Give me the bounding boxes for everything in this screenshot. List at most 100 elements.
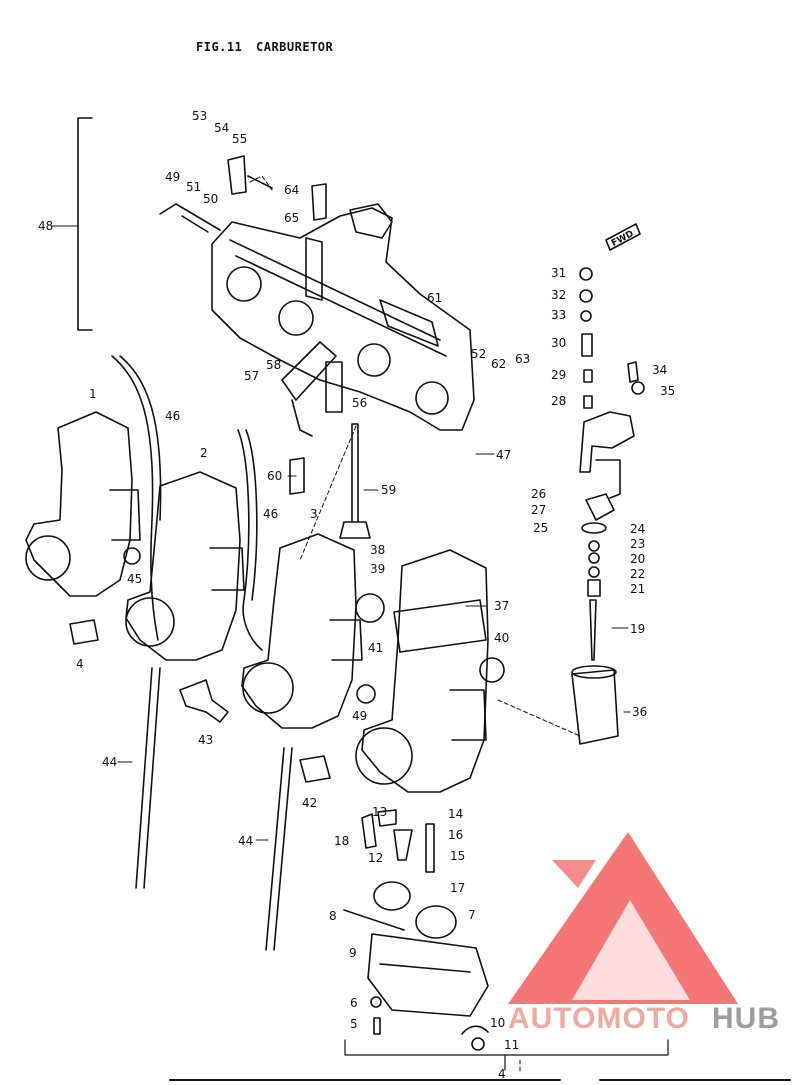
part-label-13: 13 [372, 805, 388, 819]
part-label-11: 11 [504, 1038, 520, 1052]
part-label-7: 7 [468, 908, 476, 922]
part-43-tee [179, 679, 229, 723]
drain-tube-44b [265, 747, 293, 951]
part-label-58: 58 [266, 358, 282, 372]
figure-number: FIG.11 [196, 40, 243, 54]
part-label-30: 30 [551, 336, 567, 350]
part-label-63: 63 [515, 352, 531, 366]
part-label-29: 29 [551, 368, 567, 382]
part-label-54: 54 [214, 121, 230, 135]
carb-body-3 [241, 533, 357, 729]
part-label-5: 5 [350, 1017, 358, 1031]
part-label-52: 52 [471, 347, 487, 361]
part-label-4a: 4 [76, 657, 84, 671]
part-label-59: 59 [381, 483, 397, 497]
fwd-arrow-shape [605, 223, 641, 251]
part-24 [581, 522, 607, 534]
spring-60 [289, 457, 305, 495]
part-label-46a: 46 [165, 409, 181, 423]
carb-2-bore [125, 597, 175, 647]
part-label-33: 33 [551, 308, 567, 322]
part-25 [585, 493, 615, 521]
automotohub-logo [508, 832, 738, 1004]
part-label-64: 64 [284, 183, 300, 197]
carb-3-side [329, 619, 363, 661]
link-rod [595, 459, 621, 499]
part-label-12: 12 [368, 851, 384, 865]
part-label-36: 36 [632, 705, 648, 719]
spring-hook [247, 175, 273, 189]
part-31 [579, 267, 593, 281]
label-leaders [51, 225, 631, 841]
part-32 [579, 289, 593, 303]
part-label-32: 32 [551, 288, 567, 302]
part-label-10: 10 [490, 1016, 506, 1030]
screw-5 [373, 1017, 381, 1035]
pin-8 [343, 909, 405, 931]
part-label-38b: 38 [370, 543, 386, 557]
part-61 [379, 299, 439, 347]
part-49b [356, 684, 376, 704]
part-label-28: 28 [551, 394, 567, 408]
float-left [373, 881, 411, 911]
carb-4-bore [355, 727, 413, 785]
part-label-15: 15 [450, 849, 466, 863]
part-label-18: 18 [334, 834, 350, 848]
carb-body-1 [25, 411, 133, 597]
part-label-25: 25 [533, 521, 549, 535]
part-35 [631, 381, 645, 395]
part-label-50: 50 [203, 192, 219, 206]
float-bowl-9 [367, 933, 489, 1017]
oring-10 [461, 1025, 489, 1035]
link-bracket [305, 237, 323, 301]
part-label-61: 61 [427, 291, 443, 305]
part-55 [227, 155, 247, 195]
carb-body-4 [361, 549, 489, 793]
carb-4-side [449, 689, 487, 741]
part-15 [425, 823, 435, 873]
part-label-40: 40 [494, 631, 510, 645]
part-label-45: 45 [127, 572, 143, 586]
part-label-1: 1 [89, 387, 97, 401]
part-41 [355, 593, 385, 623]
drain-tube-44a [135, 667, 161, 889]
part-label-47: 47 [496, 448, 512, 462]
part-label-56: 56 [352, 396, 368, 410]
watermark-automoto: AUTOMOTO [508, 1002, 690, 1035]
leader-lines [249, 175, 581, 1073]
part-34 [627, 361, 639, 383]
part-22 [588, 566, 600, 578]
part-label-37: 37 [494, 599, 510, 613]
part-label-42: 42 [302, 796, 318, 810]
part-label-26: 26 [531, 487, 547, 501]
part-label-41: 41 [368, 641, 384, 655]
washer-6 [370, 996, 382, 1008]
part-33 [580, 310, 592, 322]
carb-2-side [209, 547, 245, 591]
screw-11 [471, 1037, 485, 1051]
part-18 [361, 813, 377, 849]
part-20 [588, 552, 600, 564]
bowl-rim [379, 963, 471, 973]
part-45 [123, 547, 141, 565]
part-label-3: 3 [310, 507, 318, 521]
plate-hole-1 [226, 266, 262, 302]
part-label-49b: 49 [352, 709, 368, 723]
part-label-34: 34 [652, 363, 668, 377]
part-label-35: 35 [660, 384, 676, 398]
part-label-43: 43 [198, 733, 214, 747]
float-right [415, 905, 457, 939]
carb-body-2 [125, 471, 241, 661]
part-label-57: 57 [244, 369, 260, 383]
watermark-hub: HUB [712, 1002, 780, 1035]
plunger-19 [589, 599, 597, 661]
carb-3-bore [242, 662, 294, 714]
part-label-51: 51 [186, 180, 202, 194]
carb-1-bore [25, 535, 71, 581]
part-label-4b: 4 [498, 1067, 506, 1081]
gasket-37 [393, 599, 487, 653]
part-label-16: 16 [448, 828, 464, 842]
part-label-48: 48 [38, 219, 54, 233]
